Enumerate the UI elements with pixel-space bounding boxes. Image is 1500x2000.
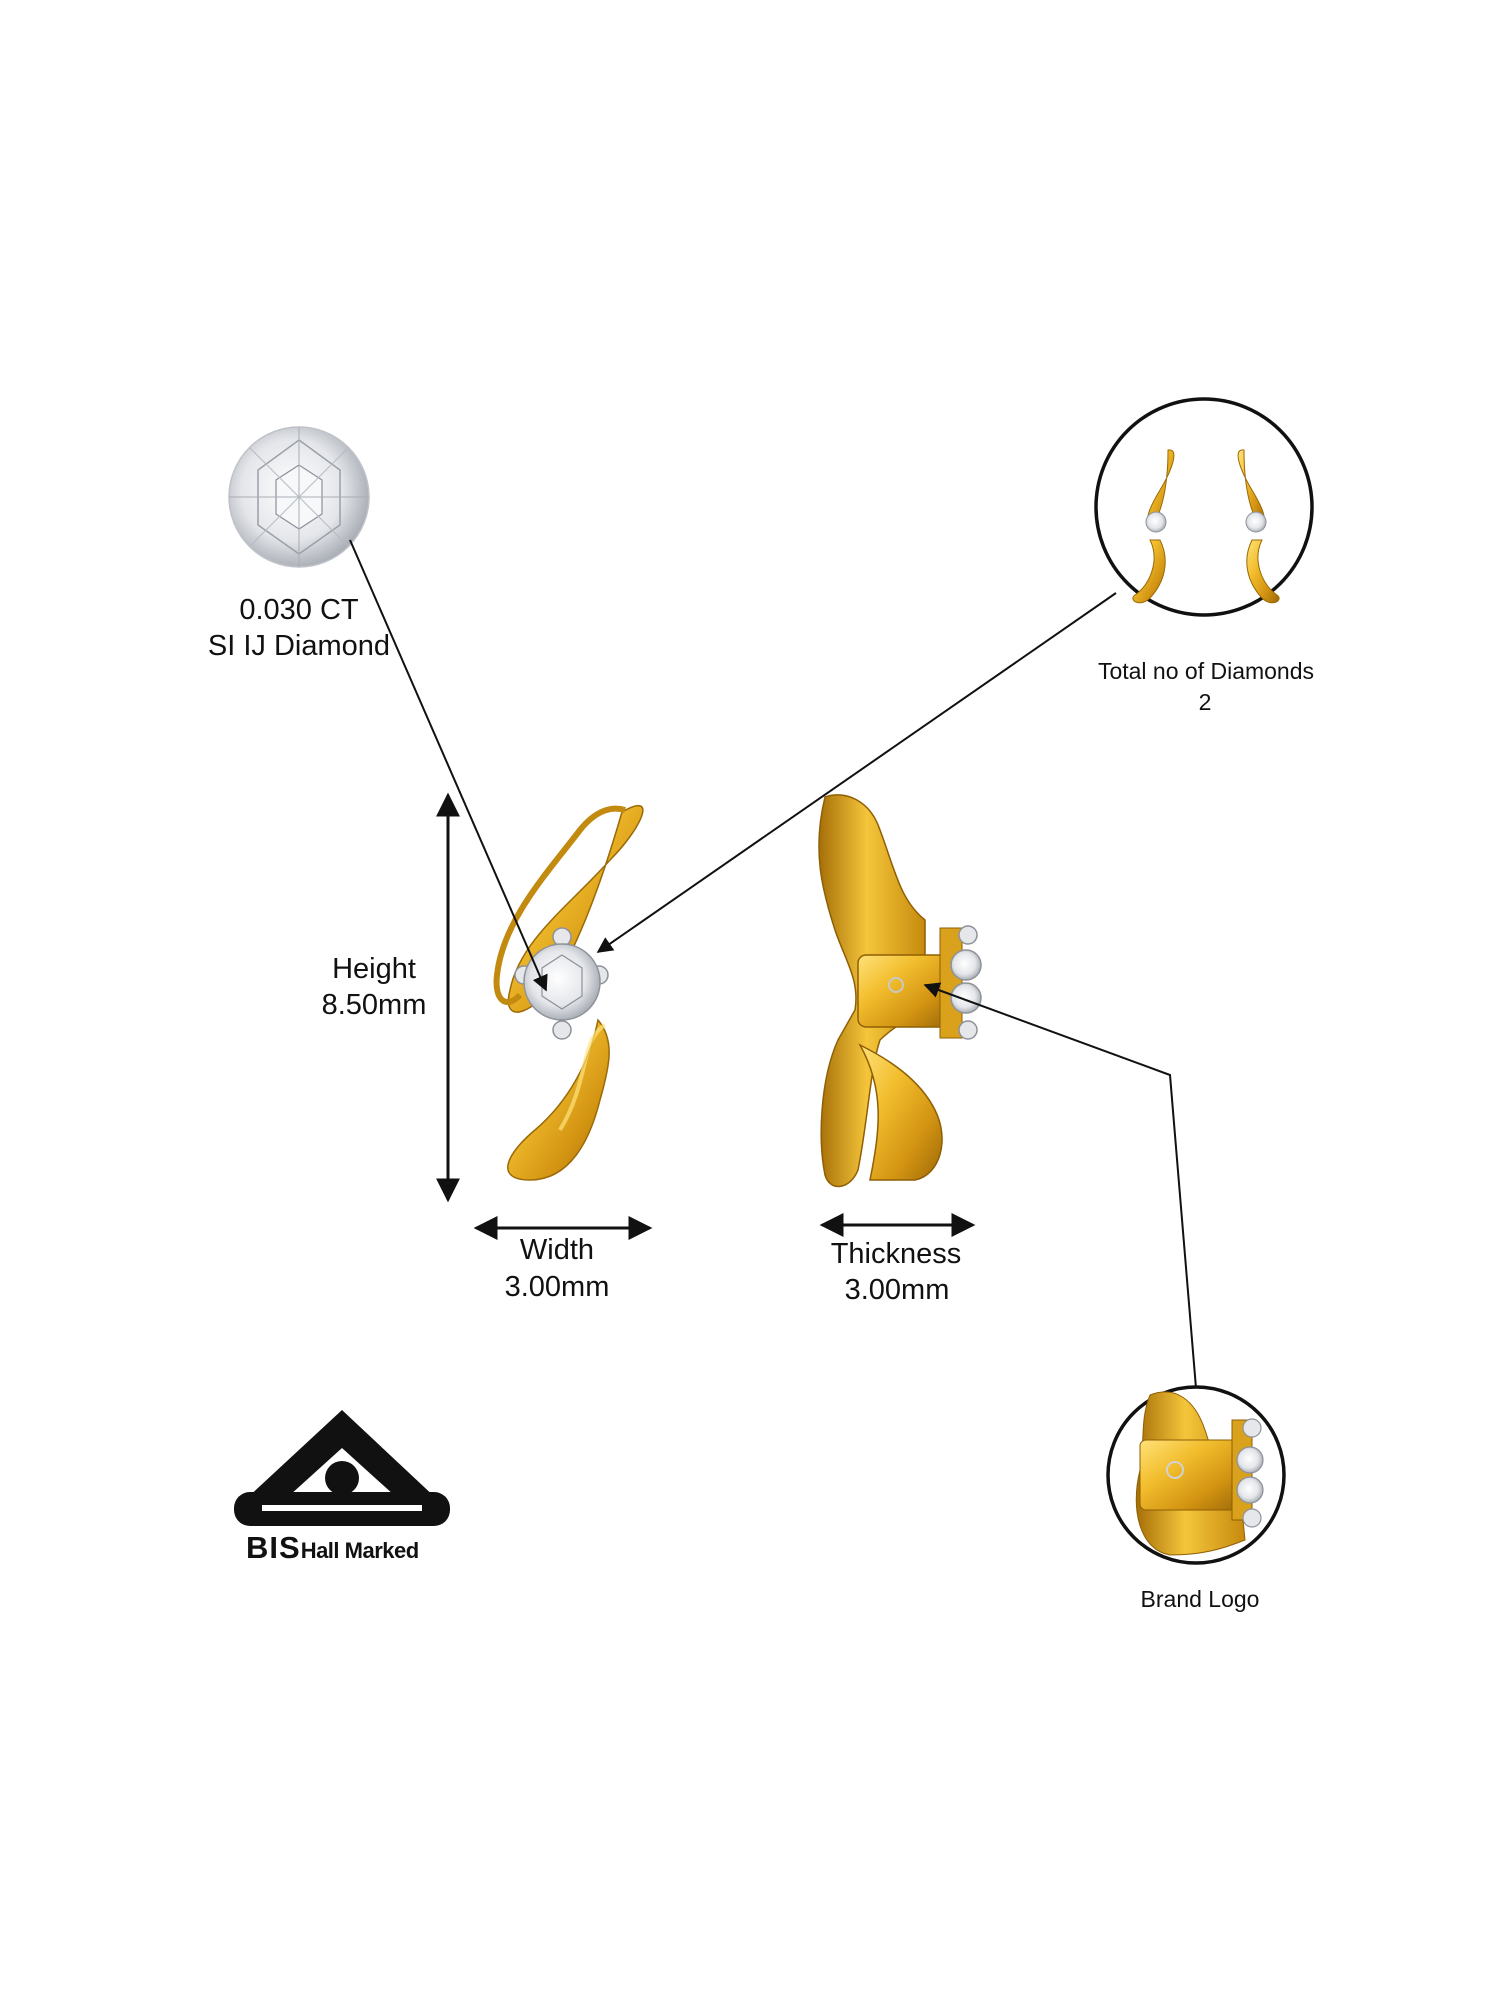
width-value: 3.00mm <box>504 1271 610 1303</box>
width-label: Width <box>519 1234 595 1266</box>
diamond-quality-label: SI IJ Diamond <box>207 630 391 662</box>
earring-front-view <box>493 805 644 1181</box>
total-diamonds-label: Total no of Diamonds <box>1097 658 1315 684</box>
brand-logo-inset <box>1106 1385 1286 1565</box>
bis-hallmark-text: BISHall Marked <box>246 1530 419 1566</box>
bis-hallmark-logo <box>234 1410 450 1526</box>
hall-marked-text: Hall Marked <box>300 1538 420 1563</box>
thickness-value: 3.00mm <box>844 1274 950 1306</box>
total-diamonds-leader-line <box>596 592 1117 953</box>
height-label: Height <box>332 953 416 985</box>
earring-side-view <box>818 794 982 1188</box>
height-value: 8.50mm <box>321 989 427 1021</box>
brand-logo-leader-line <box>923 982 1197 1389</box>
thickness-label: Thickness <box>830 1238 962 1270</box>
loose-diamond-image <box>228 426 370 568</box>
brand-logo-label: Brand Logo <box>1140 1586 1260 1612</box>
diamond-leader-line <box>349 539 548 992</box>
total-diamonds-inset <box>1094 397 1314 617</box>
diamond-carat-label: 0.030 CT <box>239 594 359 626</box>
total-diamonds-count: 2 <box>1198 689 1212 715</box>
bis-brand-text: BIS <box>246 1530 301 1565</box>
